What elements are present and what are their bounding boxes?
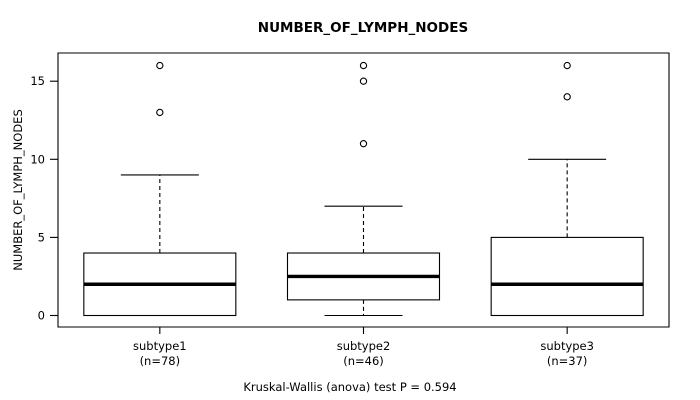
outlier-point — [563, 93, 571, 101]
outlier-point — [156, 108, 164, 117]
x-tick-count: (n=37) — [547, 354, 588, 368]
y-axis: 0 5 10 15 — [30, 74, 58, 323]
y-tick-label: 5 — [38, 230, 45, 244]
x-tick-label: subtype3 — [540, 339, 594, 353]
outlier-point — [359, 77, 368, 85]
x-tick-count: (n=78) — [140, 354, 181, 368]
x-axis-labels: subtype1(n=78) subtype2(n=46) subtype3(n=3… — [133, 327, 594, 368]
x-tick-label: subtype1 — [133, 339, 187, 353]
outlier-point — [359, 61, 368, 70]
y-tick-label: 15 — [30, 74, 45, 88]
chart-title: NUMBER_OF_LYMPH_NODES — [258, 20, 468, 36]
x-tick-count: (n=46) — [343, 354, 384, 368]
outlier-point — [156, 61, 164, 70]
outlier-point — [359, 140, 368, 148]
boxplot-subtype2 — [286, 61, 441, 317]
y-tick-label: 10 — [30, 152, 45, 166]
y-axis-title: NUMBER_OF_LYMPH_NODES — [11, 109, 25, 271]
boxplot-subtype1 — [83, 61, 237, 317]
y-tick-label: 0 — [38, 309, 45, 323]
outlier-point — [563, 61, 571, 70]
plot-frame — [57, 52, 670, 328]
stat-caption: Kruskal-Wallis (anova) test P = 0.594 — [243, 380, 456, 394]
box-iqr — [490, 236, 644, 317]
boxplot-subtype3 — [490, 61, 644, 317]
x-tick-label: subtype2 — [337, 339, 391, 353]
boxplot-series — [83, 61, 644, 317]
